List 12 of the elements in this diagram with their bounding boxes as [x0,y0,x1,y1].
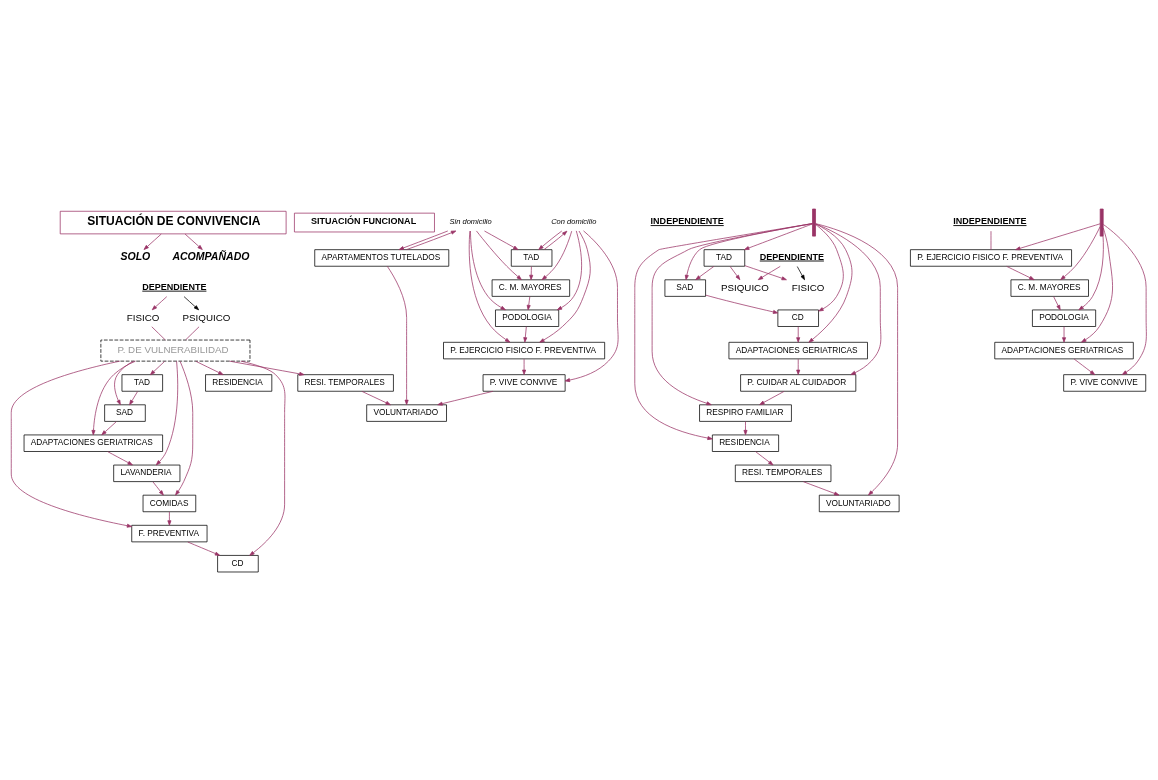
node-text: DEPENDIENTE [759,251,824,262]
node-text: Sin domicilio [449,216,492,226]
node-text: DEPENDIENTE [142,281,207,292]
node-text: INDEPENDIENTE [650,215,724,226]
node-text: ACOMPAÑADO [172,249,250,262]
node-text: Con domicilio [551,216,597,226]
node-text: PSIQUICO [182,311,231,323]
node-text: SOLO [120,249,151,262]
node-text: PSIQUICO [721,281,769,293]
node-text: FISICO [126,311,160,323]
node-text: FISICO [791,281,825,293]
node-text: INDEPENDIENTE [953,215,1027,226]
